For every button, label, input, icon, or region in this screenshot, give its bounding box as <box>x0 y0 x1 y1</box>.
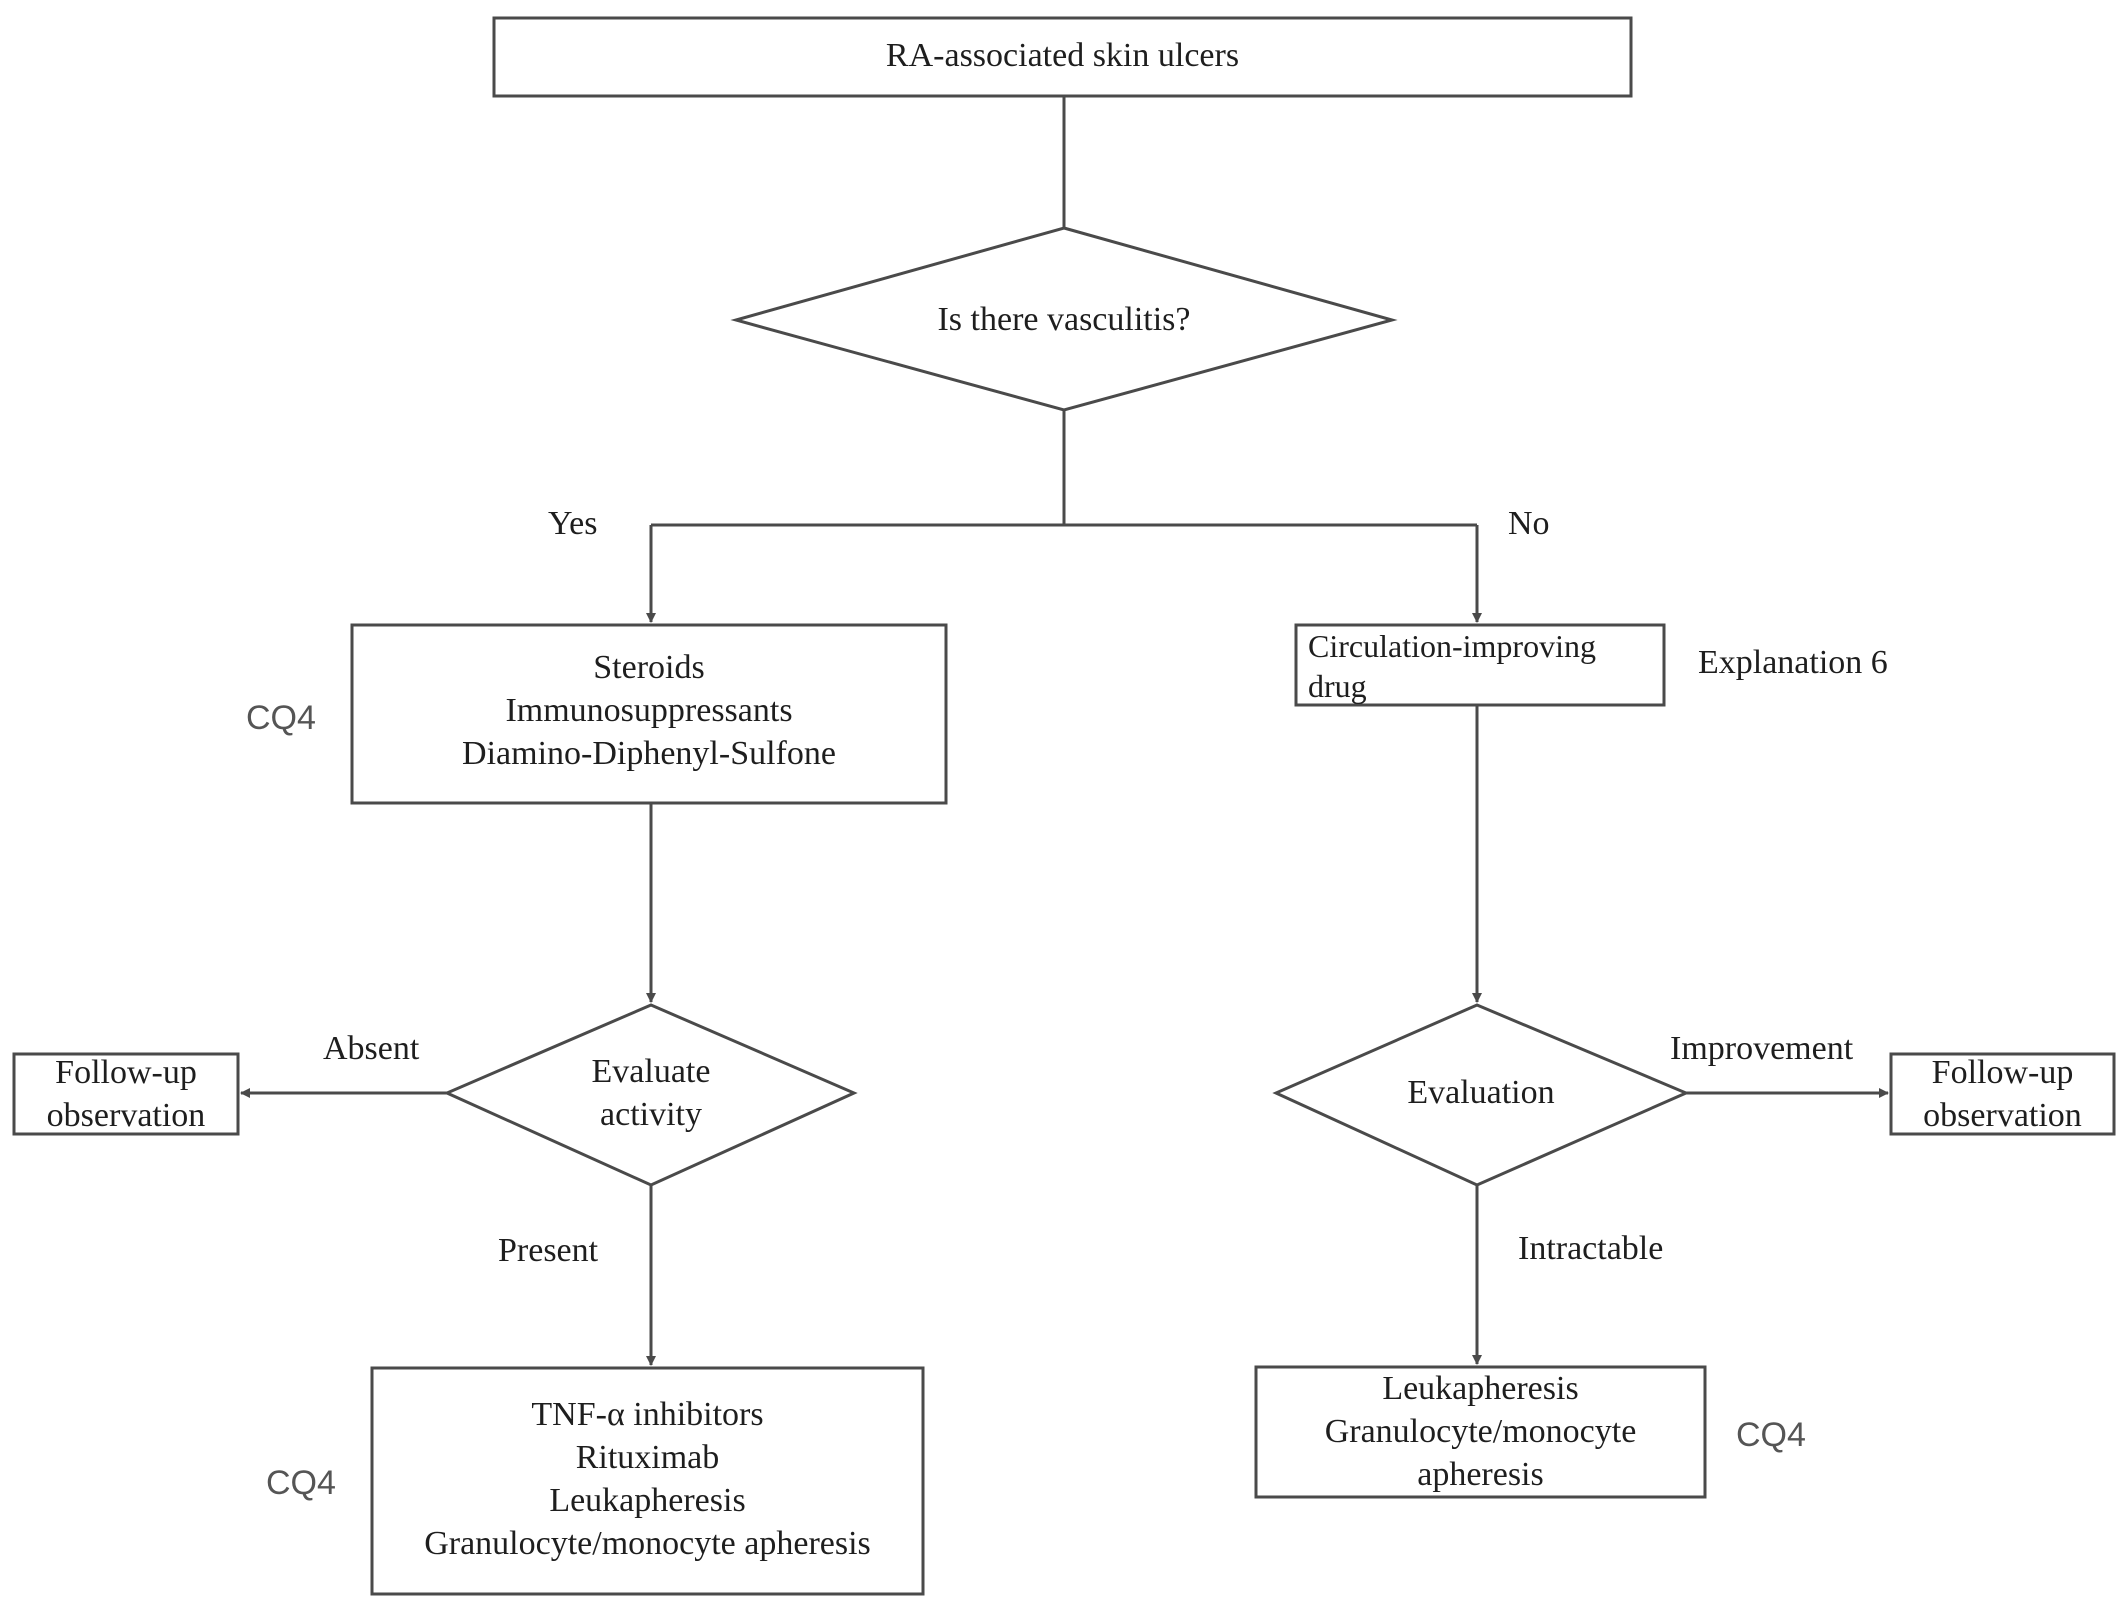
edge-label-absent: Absent <box>323 1030 420 1067</box>
steroids-box <box>350 623 948 805</box>
apheresis-label: Leukapheresis Granulocyte/monocyte apher… <box>1256 1367 1705 1496</box>
edge-label-intractable: Intractable <box>1518 1230 1664 1267</box>
biologics-box <box>370 1366 925 1596</box>
circulation-box <box>1294 623 1666 707</box>
edge-label-no: No <box>1508 505 1550 542</box>
followup-right-label: Follow-up observation <box>1891 1051 2114 1137</box>
immunosuppressants-line: Immunosuppressants <box>505 692 793 729</box>
dds-line: Diamino-Diphenyl-Sulfone <box>462 735 836 772</box>
cq4-apheresis-note: CQ4 <box>1736 1416 1806 1454</box>
evaluate-line: Evaluate <box>591 1053 711 1090</box>
followup-left-box <box>12 1052 240 1136</box>
tnf-inhibitors-line: TNF-α inhibitors <box>531 1396 764 1433</box>
edge-label-improvement: Improvement <box>1670 1030 1854 1067</box>
steroids-label: Steroids Immunosuppressants Diamino-Diph… <box>352 646 946 775</box>
steroids-line: Steroids <box>593 649 705 686</box>
evaluation-label: Evaluation <box>1276 1071 1686 1114</box>
followup-right-line-2: observation <box>1923 1097 2082 1134</box>
apheresis-line-1: Leukapheresis <box>1382 1370 1579 1407</box>
circulation-label: Circulation-improving drug <box>1308 626 1596 706</box>
cq4-biologics-note: CQ4 <box>266 1464 336 1502</box>
followup-left-line-2: observation <box>46 1097 206 1134</box>
followup-right-box <box>1889 1052 2116 1136</box>
activity-line: activity <box>600 1096 702 1133</box>
cq4-steroids-note: CQ4 <box>246 699 316 737</box>
edge-label-present: Present <box>498 1232 599 1269</box>
apheresis-line-3: apheresis <box>1417 1456 1544 1493</box>
explanation-note: Explanation 6 <box>1698 644 1888 681</box>
root-label: RA-associated skin ulcers <box>494 34 1631 77</box>
leukapheresis-line: Leukapheresis <box>549 1482 746 1519</box>
followup-right-line-1: Follow-up <box>1931 1054 2074 1091</box>
gma-line: Granulocyte/monocyte apheresis <box>424 1525 871 1562</box>
biologics-label: TNF-α inhibitors Rituximab Leukapheresis… <box>372 1393 923 1565</box>
edge-label-yes: Yes <box>548 505 598 542</box>
circulation-line-1: Circulation-improving <box>1308 628 1596 664</box>
evaluation-text: Evaluation <box>1407 1074 1555 1111</box>
vasculitis-question-label: Is there vasculitis? <box>736 298 1392 341</box>
apheresis-box <box>1254 1365 1707 1499</box>
apheresis-line-2: Granulocyte/monocyte <box>1324 1413 1637 1450</box>
evaluate-activity-label: Evaluate activity <box>520 1050 782 1136</box>
root-text: RA-associated skin ulcers <box>885 37 1240 74</box>
circulation-line-2: drug <box>1308 668 1367 704</box>
followup-left-line-1: Follow-up <box>55 1054 197 1091</box>
rituximab-line: Rituximab <box>575 1439 720 1476</box>
followup-left-label: Follow-up observation <box>14 1051 238 1137</box>
vasculitis-question-text: Is there vasculitis? <box>937 301 1191 338</box>
